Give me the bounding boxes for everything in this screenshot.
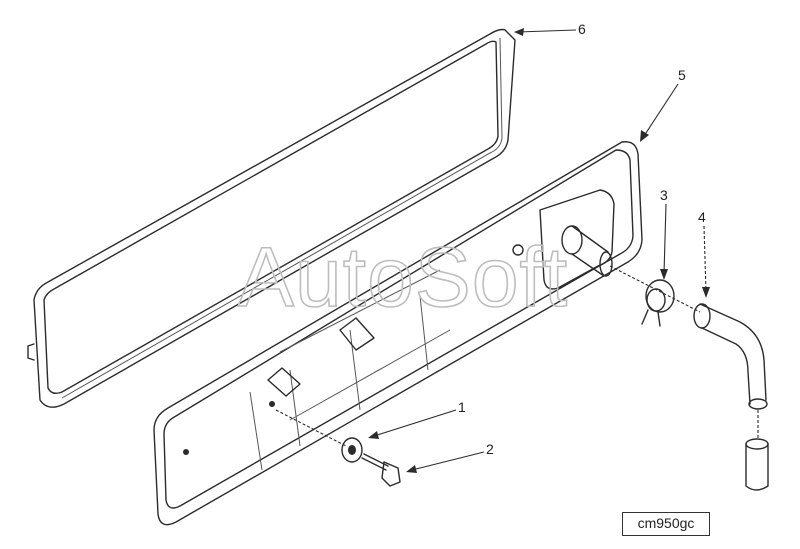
breather-hose-icon bbox=[693, 303, 769, 491]
callout-3: 3 bbox=[660, 187, 668, 203]
callout-4: 4 bbox=[698, 209, 706, 225]
gasket-icon bbox=[27, 28, 516, 408]
leader-line-6 bbox=[514, 28, 577, 36]
callout-2: 2 bbox=[486, 441, 494, 457]
hose-clamp-icon bbox=[641, 279, 675, 327]
callout-1: 1 bbox=[458, 399, 466, 415]
valve-cover-icon bbox=[153, 141, 643, 526]
bolt-icon bbox=[361, 453, 401, 487]
leader-line-1 bbox=[368, 409, 457, 439]
leader-line-3 bbox=[660, 203, 668, 280]
leader-line-2 bbox=[406, 451, 485, 473]
washer-icon bbox=[341, 437, 363, 463]
hose-axis-line bbox=[609, 265, 701, 313]
leader-line-5 bbox=[640, 83, 679, 142]
watermark-text: AutoSoft bbox=[238, 230, 568, 324]
callout-5: 5 bbox=[678, 67, 686, 83]
figure-code-label: cm950gc bbox=[622, 512, 710, 536]
bolt-axis-line bbox=[275, 409, 347, 447]
leader-line-4 bbox=[702, 225, 710, 298]
callout-6: 6 bbox=[578, 21, 586, 37]
